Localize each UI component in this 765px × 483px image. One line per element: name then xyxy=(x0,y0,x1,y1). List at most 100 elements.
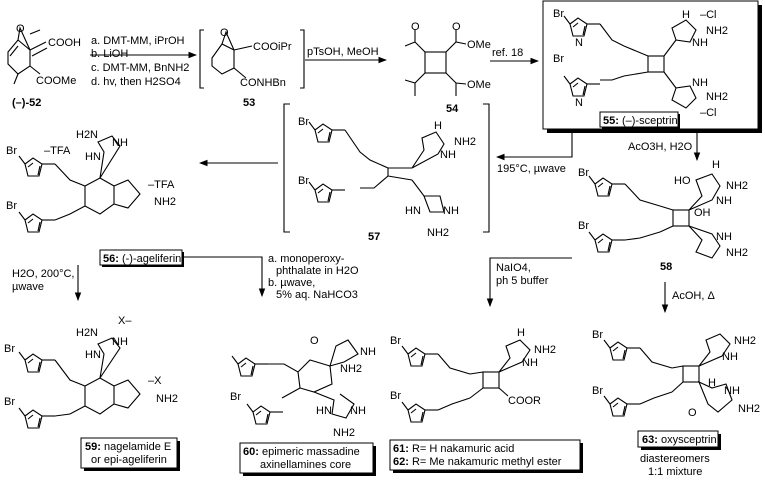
nitrogen-atom: N xyxy=(575,97,583,109)
amino-group: NH2 xyxy=(726,247,748,259)
compound-label-60-line2: axinellamines core xyxy=(260,459,351,471)
amino-group: NH2 xyxy=(534,344,556,356)
oxygen-atom: O xyxy=(452,21,461,33)
oxygen-atom: O xyxy=(411,21,420,33)
compound-53: O COOiPr CONHBn 53 xyxy=(199,27,305,109)
nh-group: NH xyxy=(350,405,366,417)
reagent-line: AcO3H, H2O xyxy=(628,141,693,153)
reagent-line: H2O, 200°C, xyxy=(12,268,74,280)
oxygen-atom: O xyxy=(16,23,25,35)
reagent-line: a. DMT-MM, iPrOH xyxy=(91,35,185,47)
compound-label-52: (–)-52 xyxy=(12,97,41,109)
reagent-line: 5% aq. NaHCO3 xyxy=(276,289,358,301)
bromine-atom: Br xyxy=(4,396,15,408)
counterion: –TFA xyxy=(44,145,71,157)
compound-60: Br O NH NH2 HN NH NH2 60: epimeric massa… xyxy=(230,335,376,476)
reagent-line: b. LiOH xyxy=(91,48,128,60)
bromine-atom: Br xyxy=(553,53,564,65)
amino-group: NH2 xyxy=(706,25,728,37)
reagent-line: ref. 18 xyxy=(492,47,523,59)
reaction-arrow-8: NaIO4, ph 5 buffer xyxy=(486,257,572,308)
compound-58: Br Br HO OH H NH2 NH NH NH2 58 xyxy=(578,159,748,273)
amino-group: NH2 xyxy=(726,180,748,192)
amino-group: NH2 xyxy=(427,227,449,239)
reaction-arrow-2: pTsOH, MeOH xyxy=(305,46,388,64)
reagent-line: d. hv, then H2SO4 xyxy=(91,76,181,88)
oxygen-atom: O xyxy=(220,27,229,39)
ester-group: COOR xyxy=(508,395,541,407)
amino-group: H2N xyxy=(76,327,98,339)
hydrogen-atom: H xyxy=(712,159,720,171)
counterion: –Cl xyxy=(700,107,717,119)
bromine-atom: Br xyxy=(6,145,17,157)
bromine-atom: Br xyxy=(390,390,401,402)
nh-group: HN xyxy=(85,151,101,163)
hydrogen-atom: H xyxy=(517,327,525,339)
reagent-line: a. monoperoxy- xyxy=(268,253,345,265)
nh-group: NH xyxy=(692,37,708,49)
group-coome: COOMe xyxy=(36,75,76,87)
bromine-atom: Br xyxy=(592,329,603,341)
reaction-arrow-9: AcOH, Δ xyxy=(661,282,715,314)
reaction-arrow-3: ref. 18 xyxy=(490,47,540,65)
compound-label-55: 55: (–)-sceptrin xyxy=(603,115,678,127)
reagent-line: pTsOH, MeOH xyxy=(307,46,379,58)
oxygen-atom: O xyxy=(688,407,697,419)
group-cooh: COOH xyxy=(48,37,81,49)
bromine-atom: Br xyxy=(578,220,589,232)
bromine-atom: Br xyxy=(578,167,589,179)
bromine-atom: Br xyxy=(592,385,603,397)
reagent-line: AcOH, Δ xyxy=(672,290,715,302)
reagent-line: ph 5 buffer xyxy=(496,275,549,287)
nh-group: NH xyxy=(522,357,538,369)
reagent-line: 195°C, µwave xyxy=(497,163,566,175)
nh-group: NH xyxy=(722,351,738,363)
compound-63: Br Br H NH2 NH NH NH2 O 63: oxysceptrin … xyxy=(592,329,760,478)
compound-label-57: 57 xyxy=(368,231,380,243)
reagent-line: phthalate in H2O xyxy=(276,265,359,277)
nh-group: NH xyxy=(716,195,732,207)
nitrogen-atom: N xyxy=(575,37,583,49)
amino-group: NH2 xyxy=(738,403,760,415)
nh-group: HN xyxy=(405,205,421,217)
nh-group: NH xyxy=(112,137,128,149)
compound-56: Br Br H2N NH HN –TFA –TFA NH2 56: (-)-ag… xyxy=(6,129,184,267)
reaction-arrow-5: 195°C, µwave xyxy=(495,133,573,175)
counterion: –X xyxy=(148,375,162,387)
compound-61-62: Br Br H NH2 NH COOR 61: R= H nakamuric a… xyxy=(389,327,583,473)
compound-label-63: 63: oxysceptrin xyxy=(642,434,717,446)
compound-label-60: 60: epimeric massadine xyxy=(243,446,360,458)
reaction-arrow-7: a. monoperoxy- phthalate in H2O b. µwave… xyxy=(184,253,359,301)
reaction-arrow-4: AcO3H, H2O xyxy=(628,133,701,162)
reagent-line: NaIO4, xyxy=(496,262,531,274)
bromine-atom: Br xyxy=(230,391,241,403)
bromine-atom: Br xyxy=(6,200,17,212)
nh-group: HN xyxy=(316,405,332,417)
hydroxyl-group: OH xyxy=(694,207,711,219)
bromine-atom: Br xyxy=(298,116,309,128)
compound-52: O COOH COOMe (–)-52 xyxy=(7,23,81,109)
amino-group: NH2 xyxy=(706,91,728,103)
compound-label-53: 53 xyxy=(243,97,255,109)
amino-group: NH2 xyxy=(340,363,362,375)
counterion: –Cl xyxy=(700,9,717,21)
bromine-atom: Br xyxy=(390,335,401,347)
bromine-atom: Br xyxy=(298,175,309,187)
amino-group: NH2 xyxy=(154,196,176,208)
compound-55: Br Br N N H NH NH NH2 NH2 –Cl –Cl 55: (–… xyxy=(542,0,762,133)
nh-group: NH xyxy=(716,231,732,243)
group-cooipr: COOiPr xyxy=(253,41,292,53)
nh-group: NH xyxy=(112,336,128,348)
compound-label-54: 54 xyxy=(446,103,459,115)
reaction-arrow-1: a. DMT-MM, iPrOH b. LiOH c. DMT-MM, BnNH… xyxy=(90,35,198,88)
amino-group: NH2 xyxy=(156,393,178,405)
nh-group: NH xyxy=(724,385,740,397)
reagent-line: µwave xyxy=(12,281,44,293)
counterion: X– xyxy=(118,315,132,327)
oxygen-atom: O xyxy=(310,335,319,347)
compound-label-62: 62: R= Me nakamuric methyl ester xyxy=(393,456,562,468)
hydrogen-atom: H xyxy=(682,9,690,21)
compound-label-61: 61: R= H nakamuric acid xyxy=(393,443,514,455)
compound-label-59-line2: or epi-ageliferin xyxy=(91,454,167,466)
